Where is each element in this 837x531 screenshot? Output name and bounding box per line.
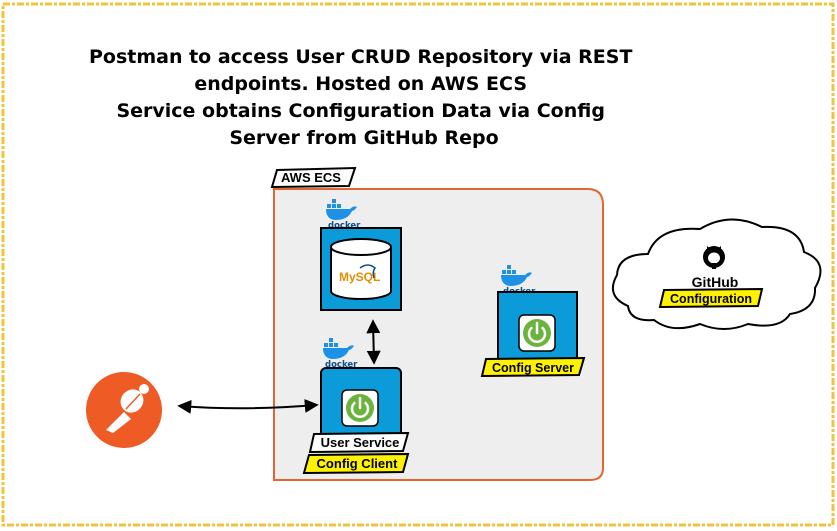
user-service-label: User Service — [321, 435, 400, 450]
github-config-tag — [658, 287, 764, 309]
aws-ecs-label: AWS ECS — [281, 170, 341, 185]
config-client-tag — [302, 452, 410, 475]
github-config-label: Configuration — [670, 292, 752, 306]
github-octocat-icon — [703, 246, 725, 269]
title-line-3: Service obtains Configuration Data via C… — [116, 100, 605, 122]
mysql-logo-text: MySQL — [339, 270, 380, 284]
docker-label: docker — [328, 221, 361, 231]
docker-whale-icon-user-service: docker — [323, 338, 358, 370]
config-server-tag — [480, 356, 586, 378]
user-service-tag — [308, 431, 410, 454]
github-wordmark: GitHub — [692, 274, 739, 290]
diagram-title: Postman to access User CRUD Repository v… — [89, 46, 639, 149]
config-client-label: Config Client — [317, 456, 399, 471]
docker-label: docker — [325, 360, 358, 370]
title-line-4: Server from GitHub Repo — [229, 127, 498, 149]
docker-whale-icon-mysql: docker — [326, 199, 361, 231]
config-server-label: Config Server — [492, 361, 574, 375]
title-line-1: Postman to access User CRUD Repository v… — [89, 46, 632, 68]
postman-logo-icon — [86, 372, 162, 448]
aws-ecs-tag — [270, 166, 357, 189]
arrow-postman-user-service — [177, 398, 319, 414]
title-line-2: endpoints. Hosted on AWS ECS — [194, 73, 527, 95]
mysql-database-icon: MySQL — [330, 238, 392, 300]
arrow-mysql-user-service — [366, 319, 381, 365]
mysql-dolphin-icon — [359, 264, 377, 279]
spring-boot-icon-user-service — [341, 389, 379, 427]
spring-boot-icon-config-server — [518, 314, 556, 352]
